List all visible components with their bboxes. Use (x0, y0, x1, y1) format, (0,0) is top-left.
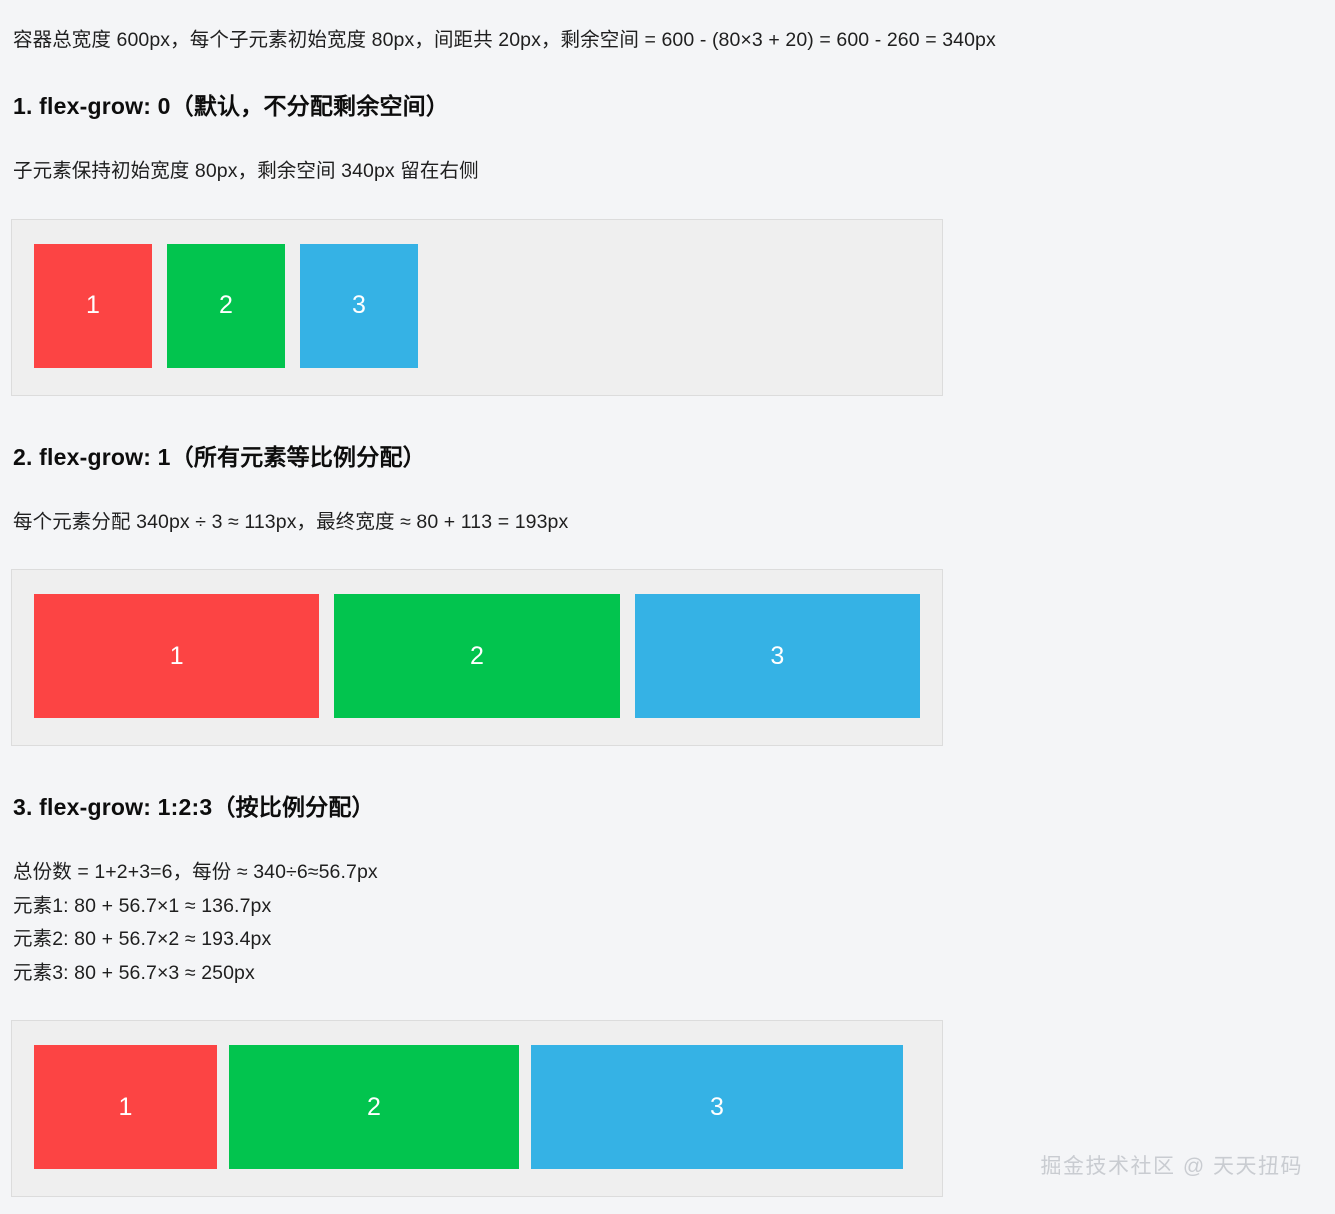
flex-item-3[interactable]: 3 (300, 243, 418, 368)
description-line: 总份数 = 1+2+3=6，每份 ≈ 340÷6≈56.7px (13, 861, 378, 884)
section-description-2: 每个元素分配 340px ÷ 3 ≈ 113px，最终宽度 ≈ 80 + 113… (13, 506, 1335, 540)
flex-item-3[interactable]: 3 (531, 1045, 903, 1170)
section-title-2: 2. flex-grow: 1（所有元素等比例分配） (13, 443, 426, 470)
flex-item-label: 2 (367, 1092, 381, 1121)
flex-item-2[interactable]: 2 (229, 1045, 519, 1170)
section-description-1: 子元素保持初始宽度 80px，剩余空间 340px 留在右侧 (13, 155, 1335, 189)
flex-item-3[interactable]: 3 (634, 594, 920, 719)
description-line: 元素1: 80 + 56.7×1 ≈ 136.7px (13, 894, 272, 917)
flex-item-label: 2 (219, 291, 233, 320)
watermark: 掘金技术社区 @ 天天扭码 (1040, 1155, 1303, 1178)
flex-demo-container-1: 1 2 3 (11, 218, 943, 396)
flex-item-2[interactable]: 2 (334, 594, 620, 719)
flex-item-label: 1 (169, 641, 184, 670)
flex-item-1[interactable]: 1 (34, 243, 152, 368)
intro-formula-text: 容器总宽度 600px，每个子元素初始宽度 80px，间距共 20px，剩余空间… (13, 29, 996, 51)
flex-demo-container-3: 1 2 3 (11, 1020, 943, 1198)
flex-item-label: 3 (710, 1092, 724, 1121)
flex-item-label: 3 (352, 291, 366, 320)
section-title-1: 1. flex-grow: 0（默认，不分配剩余空间） (13, 93, 450, 120)
flex-item-1[interactable]: 1 (34, 1045, 217, 1170)
description-line: 元素3: 80 + 56.7×3 ≈ 250px (13, 961, 255, 984)
flex-item-label: 1 (118, 1092, 133, 1121)
flex-item-label: 1 (86, 291, 100, 320)
section-title-3: 3. flex-grow: 1:2:3（按比例分配） (13, 794, 375, 821)
flex-demo-container-2: 1 2 3 (11, 569, 943, 747)
description-line: 每个元素分配 340px ÷ 3 ≈ 113px，最终宽度 ≈ 80 + 113… (13, 510, 569, 533)
flex-item-1[interactable]: 1 (34, 594, 320, 719)
section-description-3: 总份数 = 1+2+3=6，每份 ≈ 340÷6≈56.7px 元素1: 80 … (13, 856, 1335, 990)
description-line: 子元素保持初始宽度 80px，剩余空间 340px 留在右侧 (13, 160, 479, 183)
description-line: 元素2: 80 + 56.7×2 ≈ 193.4px (13, 928, 272, 951)
flex-item-label: 2 (470, 641, 484, 670)
flex-item-2[interactable]: 2 (167, 243, 285, 368)
flex-item-label: 3 (770, 641, 785, 670)
